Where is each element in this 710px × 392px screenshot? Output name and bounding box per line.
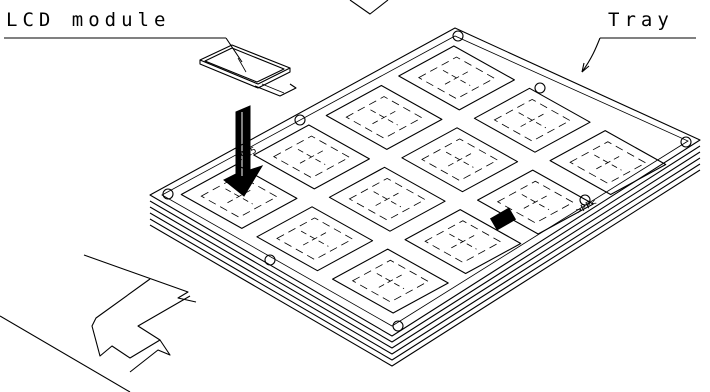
tray-pp-mark: >PP< (575, 197, 599, 216)
tray-pocket (549, 130, 667, 196)
tray-pocket (404, 209, 522, 275)
tray-pocket (401, 127, 519, 193)
tray-post (264, 254, 276, 266)
tray-pocket (473, 87, 591, 153)
lcd-module-callout: LCD module (4, 9, 243, 63)
tray-layer (149, 157, 701, 355)
corner-line-top (349, 0, 389, 15)
tray-pocket (398, 45, 515, 111)
tray-post (534, 82, 546, 94)
tray-post (294, 114, 306, 126)
tray-post (452, 30, 464, 42)
tray-post (579, 194, 591, 206)
tray-top (149, 27, 701, 337)
tray-rim (161, 35, 689, 327)
tray-outline (149, 27, 701, 337)
tray-pockets (162, 30, 692, 332)
tray-callout: Tray (581, 9, 696, 73)
tray-pocket (256, 206, 374, 272)
tray-pocket (325, 84, 443, 150)
tray-pocket (253, 124, 370, 190)
tray-pocket (477, 169, 594, 235)
tray-post (392, 320, 404, 332)
tray-layer (149, 145, 701, 343)
tray-pocket (332, 248, 449, 314)
tray-leader-arrowhead (581, 62, 590, 73)
tray-leader (581, 37, 601, 73)
tray-layer (149, 169, 701, 367)
tray-layer (149, 151, 701, 349)
tray-label: Tray (608, 9, 674, 31)
tray-stack-layers (149, 145, 701, 367)
direction-arrow (0, 254, 197, 392)
tray-symbol-mark (489, 207, 517, 231)
tray-layer (149, 163, 701, 361)
lcd-module-leader (225, 37, 243, 63)
tray-post (162, 188, 174, 200)
tray-pocket (180, 163, 298, 229)
lcd-module-label: LCD module (6, 9, 170, 31)
tray-post (680, 136, 692, 148)
lcd-module (199, 44, 297, 97)
tray-pocket (328, 166, 446, 232)
